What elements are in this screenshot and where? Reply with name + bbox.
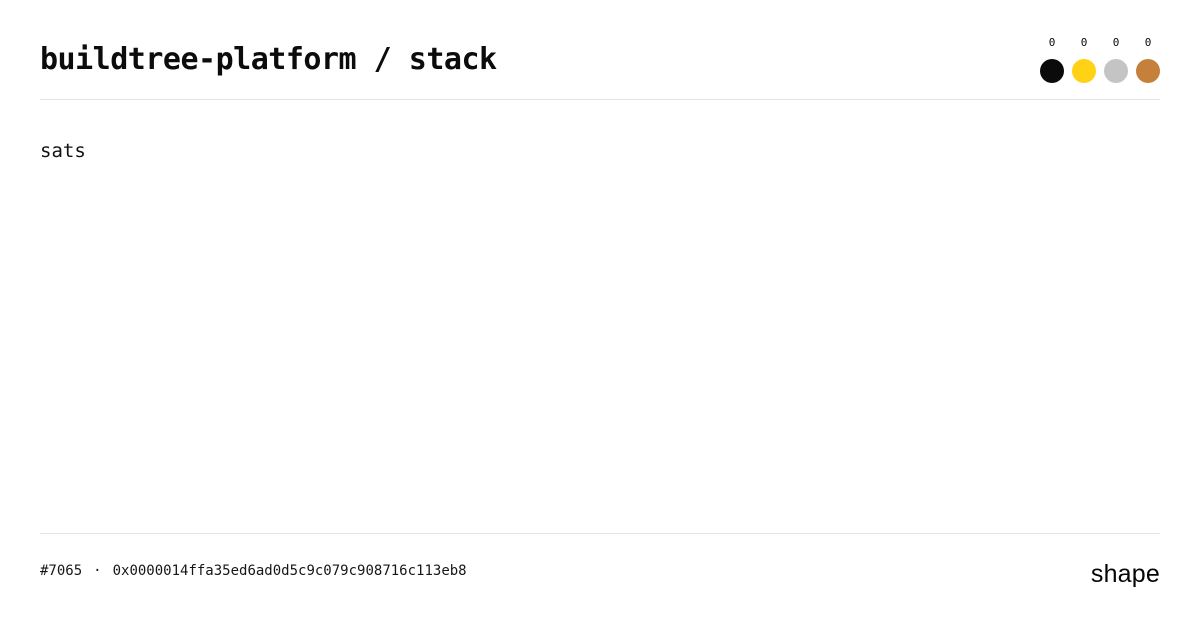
brand-logo: shape bbox=[1090, 560, 1160, 588]
chart-area bbox=[40, 180, 1160, 520]
medal-black: 0 bbox=[1040, 36, 1064, 83]
gold-medal-icon bbox=[1072, 59, 1096, 83]
medal-gold: 0 bbox=[1072, 36, 1096, 83]
medal-bronze: 0 bbox=[1136, 36, 1160, 83]
medal-black-count: 0 bbox=[1048, 36, 1056, 49]
black-medal-icon bbox=[1040, 59, 1064, 83]
medal-silver: 0 bbox=[1104, 36, 1128, 83]
separator-dot: · bbox=[93, 563, 102, 579]
page-title: buildtree-platform / stack bbox=[40, 42, 497, 77]
medal-silver-count: 0 bbox=[1112, 36, 1120, 49]
bronze-medal-icon bbox=[1136, 59, 1160, 83]
header-divider bbox=[40, 99, 1160, 100]
medal-bronze-count: 0 bbox=[1144, 36, 1152, 49]
silver-medal-icon bbox=[1104, 59, 1128, 83]
block-hash: 0x0000014ffa35ed6ad0d5c9c079c908716c113e… bbox=[112, 563, 467, 579]
medal-gold-count: 0 bbox=[1080, 36, 1088, 49]
medal-counters: 0 0 0 0 bbox=[1040, 36, 1160, 83]
footer-divider bbox=[40, 533, 1160, 534]
footer-meta: #7065 · 0x0000014ffa35ed6ad0d5c9c079c908… bbox=[40, 563, 467, 579]
chart-unit-label: sats bbox=[40, 140, 86, 162]
block-number: #7065 bbox=[40, 563, 83, 579]
